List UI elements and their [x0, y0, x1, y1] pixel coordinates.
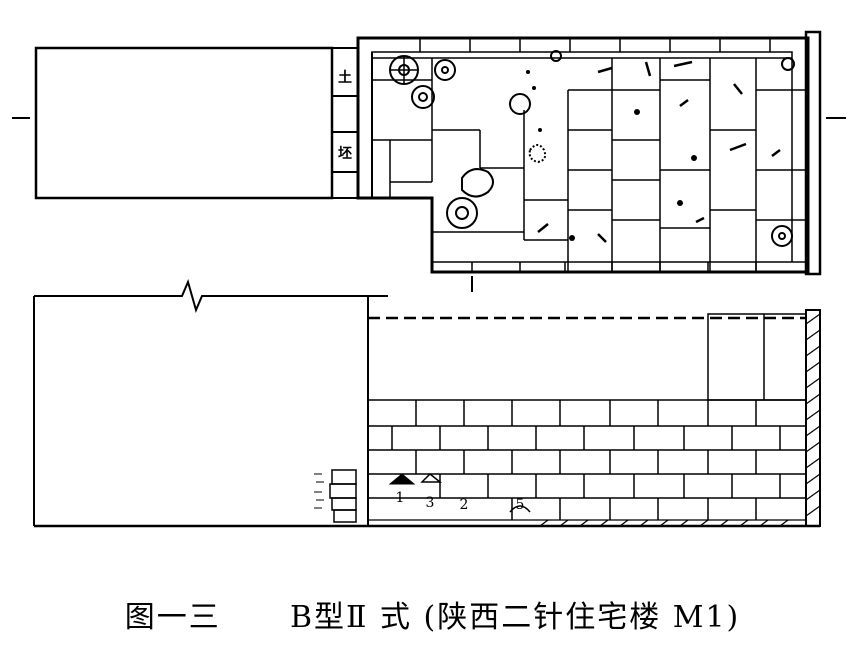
- coin-icon: [446, 197, 478, 229]
- section-view: [33, 279, 821, 528]
- grave-goods: [389, 50, 795, 247]
- passage-section: [34, 279, 388, 313]
- section-label-3: 3: [426, 495, 435, 511]
- iron-nails: [537, 60, 781, 243]
- pottery-shard-icon: [461, 168, 494, 198]
- figure-caption: 图一三 B型Ⅱ 式 (陕西二针住宅楼 M1): [0, 592, 865, 642]
- section-label-5: 5: [516, 497, 525, 513]
- caption-figure-number: 图一三: [124, 600, 221, 635]
- section-object-1: [388, 473, 416, 485]
- plan-label-tu: 土: [338, 69, 352, 86]
- brick-courses: [368, 399, 806, 520]
- section-label-2: 2: [460, 497, 469, 513]
- chamber-end-wall: [804, 30, 822, 276]
- coin-icon: [434, 59, 456, 81]
- coin-icon: [781, 57, 795, 71]
- caption-site: (陕西二针住宅楼 M1): [423, 600, 741, 635]
- pottery-jar-icon: [509, 93, 531, 115]
- section-sealing-bricks: [329, 469, 357, 523]
- chamber-outline: [356, 36, 810, 274]
- caption-type: B型Ⅱ 式: [289, 600, 412, 635]
- plan-label-pi: 坯: [338, 145, 352, 162]
- plan-view: 土 坯: [12, 30, 846, 292]
- tomb-passage: [34, 46, 334, 200]
- section-label-1: 1: [396, 490, 405, 506]
- coin-icon: [411, 85, 435, 109]
- coin-icon: [771, 225, 793, 247]
- section-end-wall: [805, 309, 821, 527]
